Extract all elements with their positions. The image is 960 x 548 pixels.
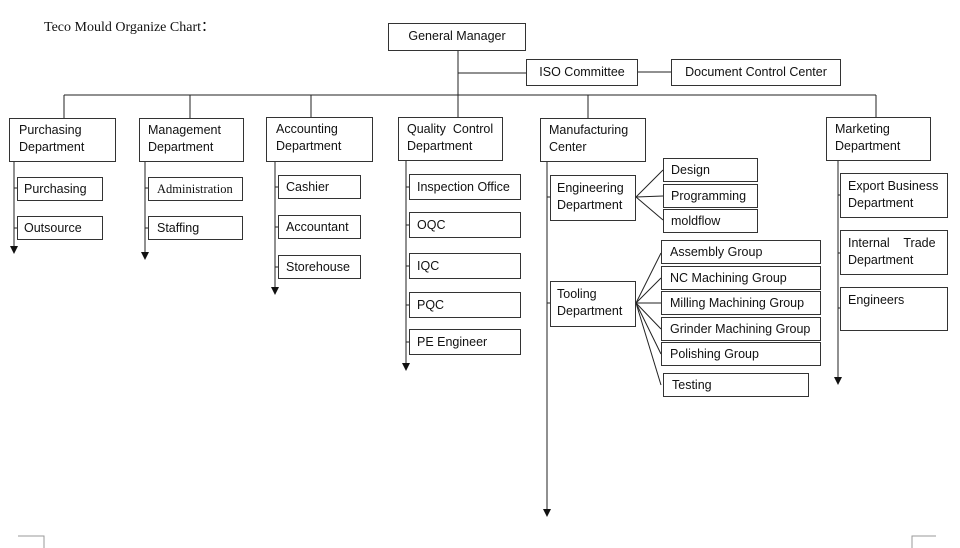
grinder-machining-group-box: Grinder Machining Group [661,317,821,341]
cashier-box: Cashier [278,175,361,199]
pqc-box: PQC [409,292,521,318]
programming-box: Programming [663,184,758,208]
engineering-department-box: Engineering Department [550,175,636,221]
purchasing-box: Purchasing [17,177,103,201]
engineers-box: Engineers [840,287,948,331]
accountant-box: Accountant [278,215,361,239]
staffing-box: Staffing [148,216,243,240]
marketing-department-box: Marketing Department [826,117,931,161]
management-department-box: Management Department [139,118,244,162]
iso-committee-box: ISO Committee [526,59,638,86]
assembly-group-box: Assembly Group [661,240,821,264]
accounting-department-box: Accounting Department [266,117,373,162]
outsource-box: Outsource [17,216,103,240]
export-business-department-box: Export Business Department [840,173,948,218]
chart-title: Teco Mould Organize Chart： [44,20,215,35]
pe-engineer-box: PE Engineer [409,329,521,355]
internal-trade-department-box: Internal Trade Department [840,230,948,275]
testing-box: Testing [663,373,809,397]
inspection-office-box: Inspection Office [409,174,521,200]
purchasing-department-box: Purchasing Department [9,118,116,162]
design-box: Design [663,158,758,182]
nc-machining-group-box: NC Machining Group [661,266,821,290]
moldflow-box: moldflow [663,209,758,233]
oqc-box: OQC [409,212,521,238]
quality-control-department-box: Quality Control Department [398,117,503,161]
milling-machining-group-box: Milling Machining Group [661,291,821,315]
general-manager-box: General Manager [388,23,526,51]
polishing-group-box: Polishing Group [661,342,821,366]
manufacturing-center-box: Manufacturing Center [540,118,646,162]
storehouse-box: Storehouse [278,255,361,279]
document-control-box: Document Control Center [671,59,841,86]
tooling-department-box: Tooling Department [550,281,636,327]
administration-box: Administration [148,177,243,201]
iqc-box: IQC [409,253,521,279]
